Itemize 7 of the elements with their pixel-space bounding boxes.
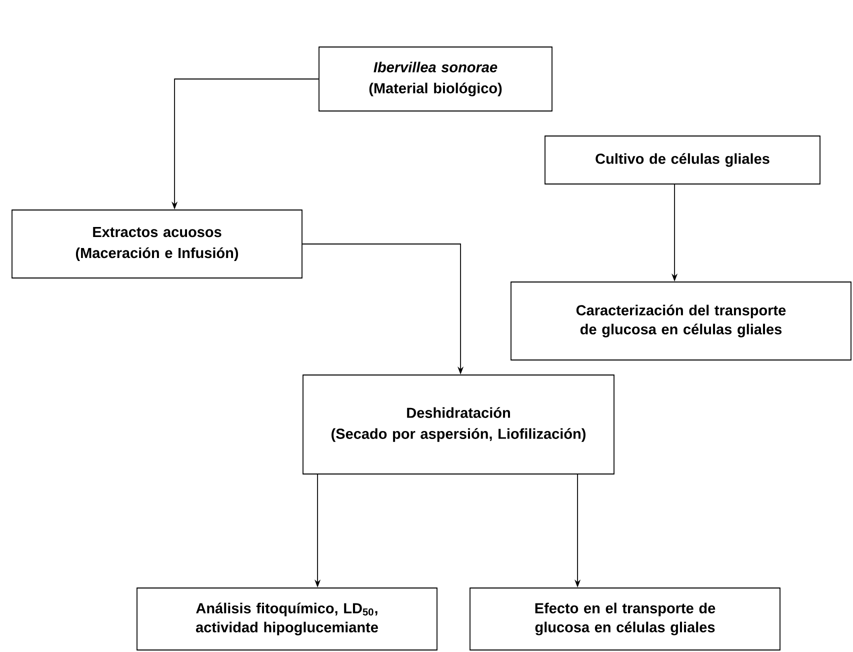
process-box: Caracterización del transporte de glucosa en células gliales — [510, 282, 852, 360]
process-box: Análisis fitoquímico, LD$_{50}$, actividad hipoglucemiante — [136, 588, 438, 650]
process-box: Extractos acuosos (Maceración e Infusión) — [12, 210, 302, 278]
process-box: Efecto en el transporte de glucosa en células gliales — [470, 588, 780, 650]
process-box: Deshidratación (Secado por aspersión, Liofilización) — [302, 374, 614, 474]
process-box: Cultivo de células gliales — [544, 136, 820, 184]
process-box: Ibervillea sonorae (Material biológico) — [318, 46, 552, 112]
